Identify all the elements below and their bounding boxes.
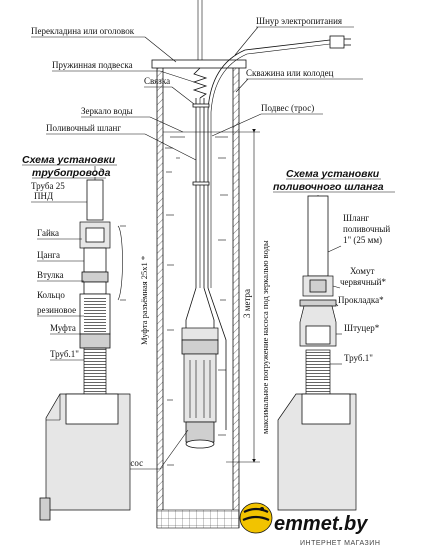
spring-hanger [192, 67, 208, 99]
pipe25-l2: ПНД [34, 191, 53, 201]
water-mirror-label: Зеркало воды [81, 106, 133, 116]
plug-icon [329, 35, 351, 49]
sleeve-label: Втулка [37, 270, 64, 280]
well-bottom [156, 509, 240, 529]
nut-label: Гайка [37, 228, 59, 238]
tie-label: Связка [144, 76, 170, 86]
gasket-label: Прокладка* [338, 295, 384, 305]
power-cord-label: Шнур электропитания [256, 16, 342, 26]
hose-l3: 1" (25 мм) [343, 235, 382, 245]
hanger-rope-label: Подвес (трос) [261, 103, 314, 113]
pnd-pipe [86, 179, 104, 221]
clamp-l1: Хомут [350, 266, 374, 276]
well-wall-left [157, 68, 163, 528]
power-cord-line [207, 39, 331, 288]
right-pipe1-label: Труб.1" [344, 353, 373, 363]
hose-label: Поливочный шланг [46, 123, 121, 133]
left-pipe1-label: Труб.1" [50, 349, 79, 359]
spring-hanger-label: Пружинная подвеска [52, 60, 133, 70]
water-mirror [163, 131, 233, 466]
fitting-label: Штуцер* [344, 323, 380, 333]
collet-label: Цанга [37, 250, 60, 260]
crossbar-plate [151, 59, 247, 69]
crossbar-label: Перекладина или оголовок [31, 26, 135, 36]
well-label: Скважина или колодец [246, 68, 334, 78]
well-wall-right [233, 68, 239, 528]
max-depth-label: максимальное погружение насоса под зерка… [260, 240, 270, 434]
well-assembly [151, 0, 351, 529]
pump-body [181, 327, 219, 449]
left-title-1: Схема установки [22, 154, 116, 166]
brand-logo: emmet.by ИНТЕРНЕТ МАГАЗИН [239, 502, 380, 547]
tie-marker [192, 103, 210, 108]
right-scheme: Схема установки поливочного шланга Шланг… [273, 168, 395, 511]
brand-name: emmet.by [274, 513, 368, 535]
brand-tagline: ИНТЕРНЕТ МАГАЗИН [300, 540, 380, 547]
right-title-1: Схема установки [286, 168, 380, 180]
right-title-2: поливочного шланга [273, 181, 384, 193]
ring-l2: резиновое [37, 305, 76, 315]
gasket [299, 299, 337, 307]
coupling-thread-label: Муфта разъёмная 25х1 * [139, 256, 149, 345]
hose-l1: Шланг [343, 213, 369, 223]
left-title-2: трубопровода [32, 167, 111, 179]
left-scheme: Схема установки трубопровода Труба 25 ПН… [22, 154, 149, 521]
hose-l2: поливочный [343, 224, 390, 234]
pipe25-l1: Труба 25 [31, 181, 65, 191]
depth-3m-label: 3 метра [242, 289, 252, 318]
garden-hose [307, 195, 329, 277]
clamp-l2: червячный* [340, 277, 386, 287]
center-labels: Перекладина или оголовок Шнур электропит… [31, 16, 363, 470]
coupling-label: Муфта [50, 323, 76, 333]
ring-l1: Кольцо [37, 290, 65, 300]
depth-dimension: 3 метра максимальное погружение насоса п… [226, 129, 270, 463]
